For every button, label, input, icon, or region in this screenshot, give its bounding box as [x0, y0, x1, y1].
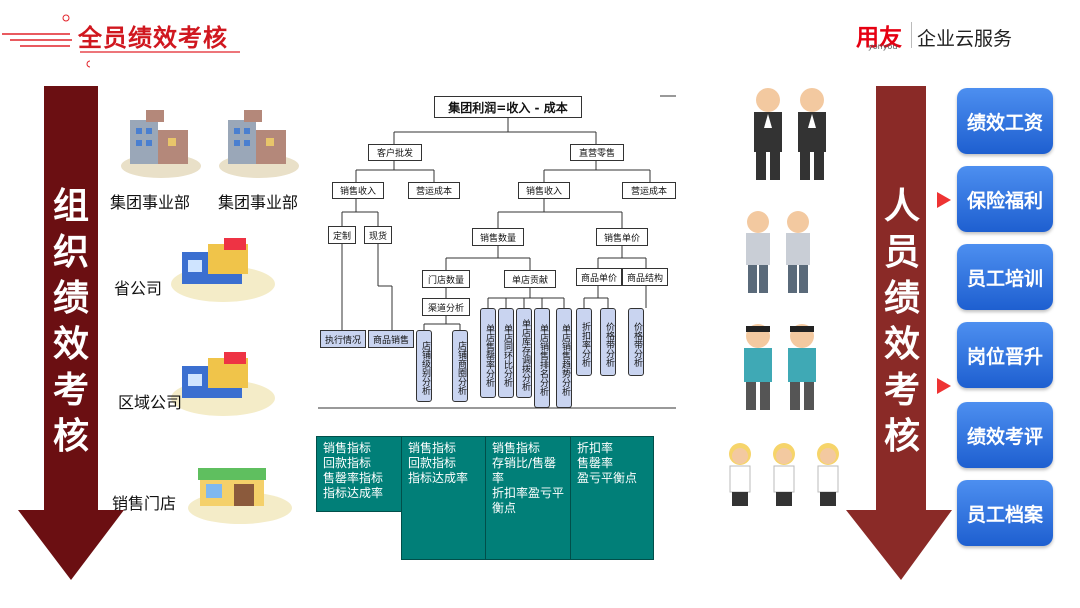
personnel-performance-arrow	[846, 86, 952, 580]
brand-logo-sub: yonyou	[868, 42, 898, 51]
tree-leaf-node: 店铺级别分析	[416, 330, 432, 402]
tree-node: 客户批发	[368, 144, 422, 161]
kpi-cell: 折扣率 售罄率 盈亏平衡点	[570, 436, 654, 560]
tree-leaf-node: 单店销售排名分析	[534, 308, 550, 408]
org-unit-label: 集团事业部	[218, 193, 299, 212]
red-arrow-icon	[937, 192, 951, 208]
tree-leaf-node: 单店售罄率分析	[480, 308, 496, 398]
kpi-cell: 销售指标 存销比/售罄率 折扣率盈亏平衡点	[485, 436, 571, 560]
tree-leaf-node: 店铺商圈分析	[452, 330, 468, 402]
tree-node: 直营零售	[570, 144, 624, 161]
tree-node: 商品结构	[622, 268, 668, 286]
brand-text: 企业云服务	[917, 28, 1013, 50]
tree-node: 单店贡献	[504, 270, 556, 288]
tree-leaf-node: 折扣率分析	[576, 308, 592, 376]
item-job-promotion: 岗位晋升	[957, 322, 1053, 388]
tree-node: 营运成本	[408, 182, 460, 199]
item-staff-training: 员工培训	[957, 244, 1053, 310]
org-performance-label: 组织绩效考核	[52, 186, 89, 457]
building-icon	[214, 104, 304, 188]
brand-divider	[911, 22, 912, 48]
store-icon	[168, 232, 278, 310]
tree-leaf-node: 单店销售趋势分析	[556, 308, 572, 408]
item-staff-records: 员工档案	[957, 480, 1053, 546]
org-unit-label: 省公司	[114, 279, 163, 298]
tree-leaf-node: 单店同环比分析	[498, 308, 514, 398]
brand-logo: 用友	[856, 25, 902, 51]
kpi-cell-text: 销售指标 回款指标 指标达成率	[408, 441, 469, 485]
kpi-cell-text: 销售指标 回款指标 售罄率指标 指标达成率	[323, 441, 384, 500]
tree-node: 商品单价	[576, 268, 622, 286]
title-underline	[80, 51, 240, 53]
store-icon	[168, 346, 278, 424]
page-title: 全员绩效考核	[78, 24, 228, 52]
kpi-cell-text: 销售指标 存销比/售罄率 折扣率盈亏平衡点	[492, 441, 565, 515]
title-decoration-lines	[2, 14, 90, 68]
tree-node: 销售数量	[472, 228, 524, 246]
org-unit-label: 区域公司	[118, 393, 183, 412]
kpi-cell: 销售指标 回款指标 售罄率指标 指标达成率	[316, 436, 402, 512]
tree-root-node: 集团利润=收入 - 成本	[434, 96, 582, 118]
tree-node: 营运成本	[622, 182, 676, 199]
building-icon	[116, 104, 206, 188]
org-unit-label: 集团事业部	[110, 193, 191, 212]
tree-node: 销售收入	[518, 182, 570, 199]
kpi-cell-text: 折扣率 售罄率 盈亏平衡点	[577, 441, 638, 485]
tree-node: 销售收入	[332, 182, 384, 199]
tree-leaf-node: 价格带分析	[600, 308, 616, 376]
tree-leaf-node: 价格带分析	[628, 308, 644, 376]
businessman-icon	[754, 88, 826, 180]
female-employee-icon	[729, 443, 839, 506]
item-insurance-benefits: 保险福利	[957, 166, 1053, 232]
kpi-cell: 销售指标 回款指标 指标达成率	[401, 436, 486, 560]
red-arrow-icon	[937, 378, 951, 394]
tree-leaf-node: 商品销售	[368, 330, 414, 348]
tree-node: 渠道分析	[422, 298, 470, 316]
tree-leaf-node: 单店库存调拨分析	[516, 308, 532, 398]
employee-icon	[744, 324, 816, 410]
tree-node: 现货	[364, 226, 392, 244]
tree-node: 定制	[328, 226, 356, 244]
personnel-performance-label: 人员绩效考核	[883, 186, 920, 457]
org-unit-label: 销售门店	[112, 494, 177, 513]
tree-node: 销售单价	[596, 228, 648, 246]
item-performance-review: 绩效考评	[957, 402, 1053, 468]
tree-leaf-node: 执行情况	[320, 330, 366, 348]
tree-node: 门店数量	[422, 270, 470, 288]
shop-icon	[184, 454, 296, 530]
org-performance-arrow	[18, 86, 124, 580]
item-performance-salary: 绩效工资	[957, 88, 1053, 154]
employee-icon	[746, 211, 810, 293]
